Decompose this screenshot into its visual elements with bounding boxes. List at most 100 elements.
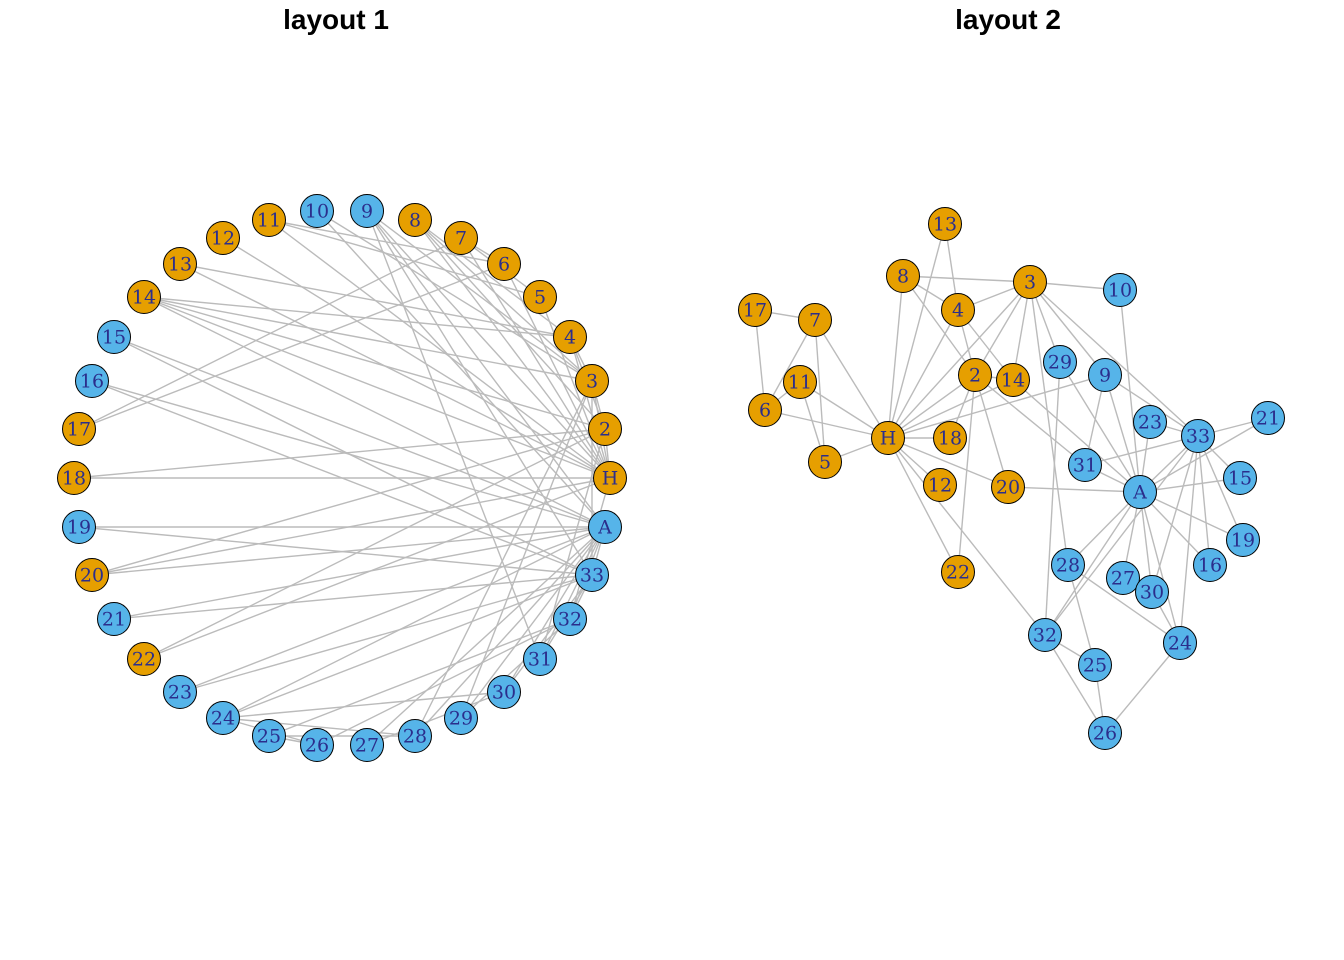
graph-node-6 — [487, 247, 521, 281]
graph-node-15 — [1223, 461, 1257, 495]
graph-edge-16-A — [91, 380, 606, 528]
graph-edge-H-9 — [366, 210, 611, 479]
graph-edge-3-9 — [366, 210, 593, 382]
graph-edge-2-18 — [73, 428, 606, 479]
graph-edge-5-11 — [268, 219, 541, 298]
graph-edge-H-4 — [887, 309, 959, 439]
graph-node-23 — [163, 675, 197, 709]
graph-edge-24-33 — [222, 574, 593, 719]
graph-edge-21-A — [1139, 417, 1269, 493]
graph-node-14 — [127, 280, 161, 314]
graph-edge-23-33 — [179, 574, 593, 693]
graph-node-13 — [163, 247, 197, 281]
graph-edge-H-7 — [814, 319, 889, 439]
graph-edge-2-22 — [957, 374, 976, 573]
graph-node-13 — [928, 207, 962, 241]
graph-edge-30-33 — [1151, 435, 1199, 593]
graph-node-20 — [75, 558, 109, 592]
graph-edge-20-A — [91, 526, 606, 576]
graph-node-25 — [252, 719, 286, 753]
graph-edge-24-28 — [222, 717, 416, 737]
graph-edge-3-28 — [414, 380, 593, 737]
graph-edge-H-6 — [764, 409, 889, 439]
graph-edge-3-28 — [1029, 281, 1069, 566]
graph-edge-26-32 — [316, 618, 571, 746]
graph-node-7 — [798, 303, 832, 337]
graph-edge-30-A — [503, 526, 606, 693]
graph-edge-2-8 — [902, 275, 976, 376]
graph-node-3 — [1013, 265, 1047, 299]
graph-node-H — [593, 461, 627, 495]
graph-edge-25-32 — [268, 618, 571, 737]
graph-edge-15-A — [113, 336, 606, 528]
graph-node-30 — [487, 675, 521, 709]
graph-edge-31-33 — [1084, 435, 1199, 466]
graph-node-9 — [1088, 358, 1122, 392]
graph-node-33 — [1181, 419, 1215, 453]
graph-edge-16-33 — [91, 380, 593, 576]
graph-node-19 — [62, 510, 96, 544]
graph-edge-20-A — [1007, 486, 1141, 493]
graph-node-6 — [748, 393, 782, 427]
graph-edge-H-22 — [887, 437, 959, 573]
graph-node-21 — [1251, 401, 1285, 435]
graph-node-3 — [575, 364, 609, 398]
graph-edge-5-7 — [814, 319, 826, 463]
graph-node-30 — [1135, 575, 1169, 609]
graph-edge-25-28 — [1067, 564, 1096, 666]
graph-node-26 — [1088, 716, 1122, 750]
graph-edge-4-8 — [414, 219, 571, 338]
graph-node-24 — [206, 701, 240, 735]
graph-edge-3-33 — [1029, 281, 1199, 437]
graph-edge-7-17 — [78, 237, 462, 430]
graph-edge-10-A — [1119, 289, 1141, 493]
graph-node-31 — [523, 642, 557, 676]
graph-node-24 — [1163, 626, 1197, 660]
graph-edge-10-A — [316, 210, 606, 528]
graph-edge-H-22 — [143, 477, 611, 660]
graph-edge-3-8 — [902, 275, 1031, 283]
graph-node-28 — [398, 719, 432, 753]
graph-node-10 — [1103, 273, 1137, 307]
graph-node-16 — [1193, 548, 1227, 582]
graph-node-H — [871, 421, 905, 455]
graph-node-22 — [941, 555, 975, 589]
graph-edge-4-14 — [143, 296, 571, 338]
graph-node-2 — [588, 412, 622, 446]
graph-node-18 — [933, 421, 967, 455]
graph-node-8 — [398, 203, 432, 237]
graph-node-32 — [1028, 618, 1062, 652]
graph-node-A — [1123, 475, 1157, 509]
graph-node-11 — [252, 203, 286, 237]
graph-node-31 — [1068, 448, 1102, 482]
graph-node-18 — [57, 461, 91, 495]
graph-edge-24-26 — [1104, 642, 1181, 734]
panel-title-layout-1: layout 1 — [283, 4, 389, 35]
graph-edge-27-30 — [366, 691, 505, 746]
graph-edge-H-3 — [887, 281, 1031, 439]
graph-node-22 — [127, 642, 161, 676]
graph-edge-30-33 — [503, 574, 593, 693]
graph-edge-31-A — [539, 526, 606, 660]
graph-edge-24-A — [1139, 491, 1181, 644]
graph-edge-3-14 — [143, 296, 593, 382]
graph-edge-23-A — [179, 526, 606, 693]
graph-node-9 — [350, 194, 384, 228]
graph-edge-2-20 — [91, 428, 606, 576]
graph-node-4 — [553, 320, 587, 354]
graph-edge-32-A — [1044, 491, 1141, 636]
graph-edge-28-A — [1067, 491, 1141, 566]
graph-edge-H-8 — [887, 275, 904, 439]
graph-edge-29-A — [1059, 361, 1141, 493]
graph-edge-H-2 — [887, 374, 976, 439]
graph-node-29 — [1043, 345, 1077, 379]
graph-node-27 — [1106, 561, 1140, 595]
graph-node-21 — [97, 602, 131, 636]
graph-node-4 — [941, 293, 975, 327]
graph-node-A — [588, 510, 622, 544]
graph-edge-3-10 — [316, 210, 593, 382]
graph-edge-29-32 — [1044, 361, 1061, 636]
graph-node-17 — [62, 412, 96, 446]
